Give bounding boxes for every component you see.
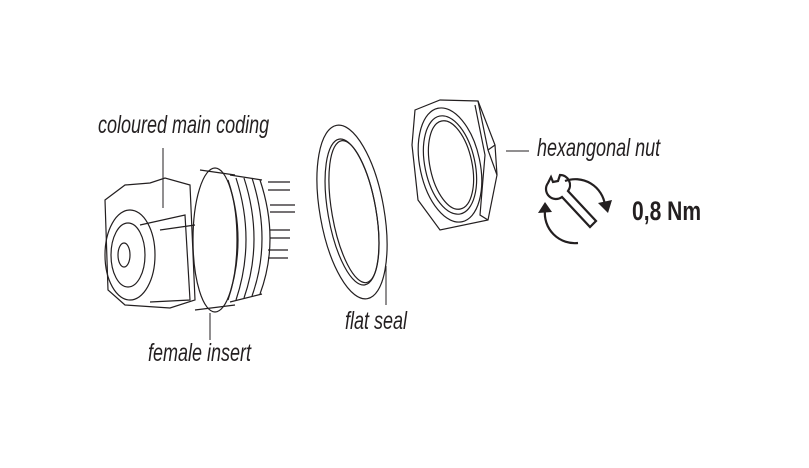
wrench-rotate-icon — [538, 173, 612, 245]
torque-value: 0,8 Nm — [632, 196, 702, 226]
label-hexagonal-nut: hexangonal nut — [537, 134, 661, 162]
leader-lines — [162, 148, 529, 340]
label-female-insert: female insert — [148, 339, 252, 367]
flat-seal-drawing — [316, 124, 388, 300]
label-coloured-main-coding: coloured main coding — [98, 111, 270, 139]
female-insert-drawing — [104, 167, 295, 313]
contact-pins — [268, 181, 295, 259]
label-flat-seal: flat seal — [345, 307, 408, 335]
hex-nut-drawing — [411, 99, 498, 231]
thread-lines — [227, 174, 271, 303]
